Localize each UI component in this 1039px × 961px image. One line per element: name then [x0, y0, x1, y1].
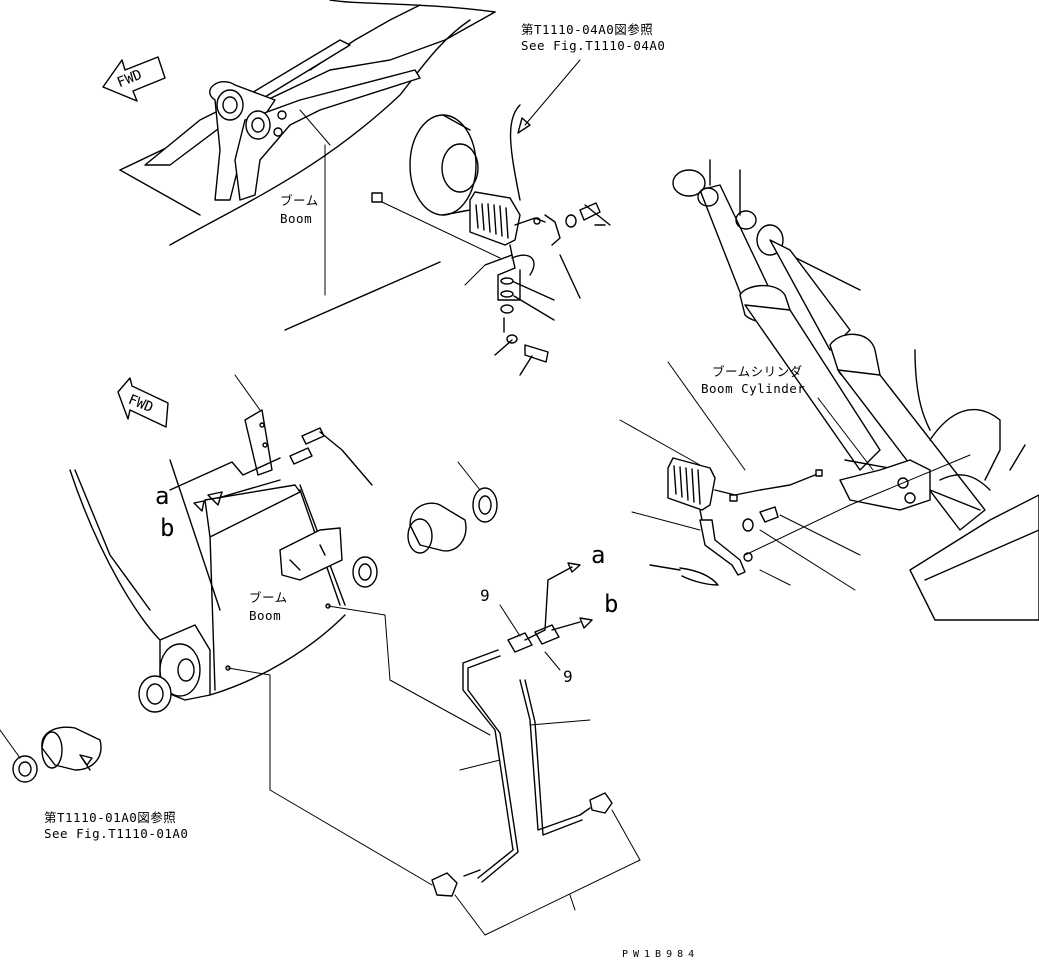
bushing-bottom-left: [0, 675, 172, 783]
ref-top-en: See Fig.T1110-04A0: [521, 38, 666, 53]
drawing-code: PW1B984: [622, 949, 700, 960]
bushing-mid: [407, 461, 498, 554]
boom-label-mid-jp: ブーム: [249, 590, 288, 605]
boom-cylinder-assembly: [667, 159, 1039, 621]
work-lamp-top: [371, 104, 611, 376]
hose-port-b-right: b: [604, 590, 619, 618]
boom-body-mid: [69, 374, 386, 701]
grease-fittings: [169, 427, 373, 512]
reference-leader-top: [517, 59, 581, 134]
fwd-arrow-mid: [117, 377, 169, 428]
ref-bottom-jp: 第T1110-01A0図参照: [44, 810, 177, 825]
boom-cylinder-label-jp: ブームシリンダ: [712, 364, 803, 379]
part-number-upper-9: 9: [480, 586, 490, 605]
boom-label-top-en: Boom: [280, 211, 313, 226]
boom-cylinder-label-en: Boom Cylinder: [701, 381, 806, 396]
hose-port-a-left: a: [155, 482, 170, 510]
boom-label-mid-en: Boom: [249, 608, 282, 623]
boom-head-assembly: [119, 0, 496, 331]
work-lamp-right: [619, 419, 861, 591]
hose-assembly: [269, 562, 641, 936]
ref-bottom-en: See Fig.T1110-01A0: [44, 826, 189, 841]
hose-port-b-left: b: [160, 514, 175, 542]
fwd-arrow-top: [102, 56, 166, 102]
boom-label-leaders: [464, 264, 486, 286]
hose-port-a-right: a: [591, 541, 606, 569]
part-number-lower-9: 9: [563, 667, 573, 686]
ref-top-jp: 第T1110-04A0図参照: [521, 22, 654, 37]
boom-label-top-jp: ブーム: [280, 193, 319, 208]
